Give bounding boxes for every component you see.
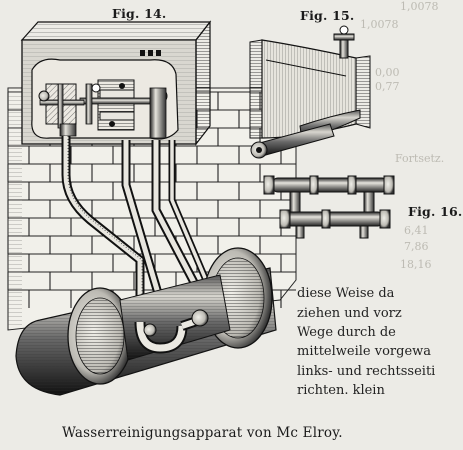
bleed-number: 6,41: [404, 224, 429, 237]
bleed-number: 0,00: [375, 66, 400, 79]
bleed-number: Fortsetz.: [395, 152, 445, 165]
bleed-number: 1,0078: [360, 18, 399, 31]
figure-14-drawing: [7, 20, 297, 396]
body-text-line: mittelweile vorgewa: [297, 344, 432, 359]
body-text-line: richten. klein: [297, 383, 385, 398]
figure-15-label: Fig. 15.: [300, 8, 355, 23]
figure-14-label: Fig. 14.: [112, 6, 167, 21]
bleed-number: 1,0078: [400, 0, 439, 13]
bleed-number: 0,77: [375, 80, 400, 93]
body-text-line: Wege durch de: [297, 325, 396, 340]
treatment-cabinet: [20, 20, 212, 146]
figure-16-drawing: [263, 175, 395, 239]
figure-15-drawing: [249, 25, 371, 159]
body-text-line: diese Weise da: [297, 286, 395, 301]
main-water-pipe: [15, 247, 277, 396]
body-text-line: ziehen und vorz: [297, 306, 402, 321]
body-text-line: links- und rechtsseiti: [297, 364, 436, 379]
figure-caption: Wasserreinigungsapparat von Mc Elroy.: [62, 425, 343, 441]
bleed-number: 7,86: [404, 240, 429, 253]
figure-16-label: Fig. 16.: [408, 204, 463, 219]
bleed-number: 18,16: [400, 258, 432, 271]
